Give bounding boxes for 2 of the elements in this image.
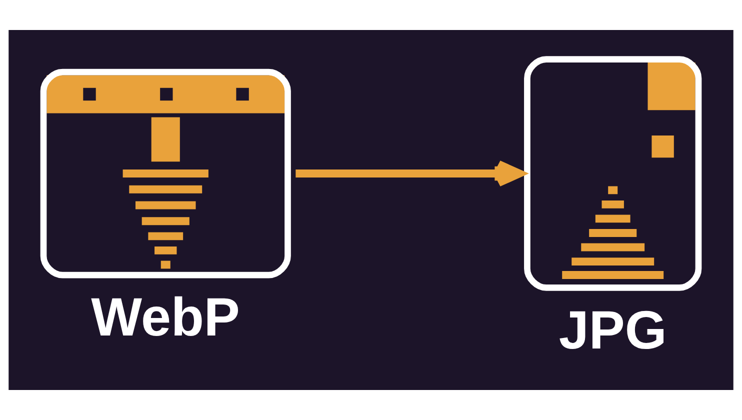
- node-label: JPG: [558, 300, 667, 360]
- node-label: WebP: [91, 288, 240, 348]
